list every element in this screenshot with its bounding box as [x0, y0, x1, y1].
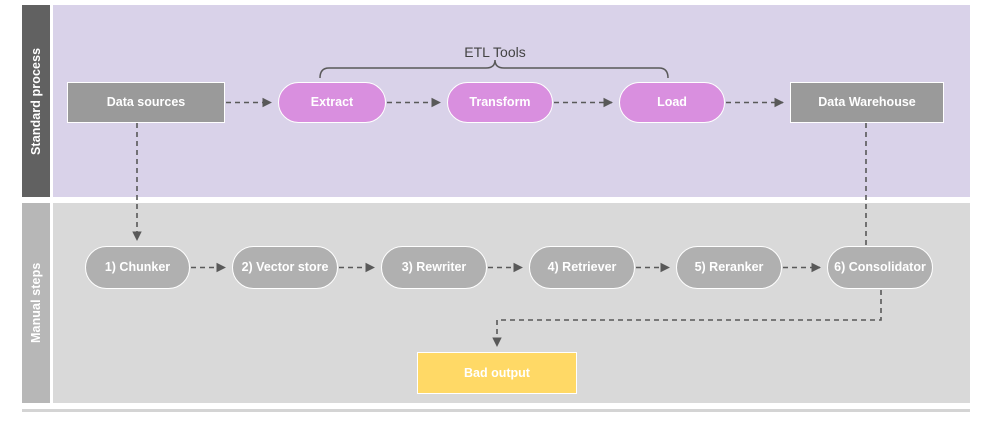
node-data-sources[interactable]: Data sources	[67, 82, 225, 123]
bottom-divider	[22, 409, 970, 412]
node-transform[interactable]: Transform	[447, 82, 553, 123]
lane-manual-steps-label: Manual steps	[22, 203, 50, 403]
node-bad-output[interactable]: Bad output	[417, 352, 577, 394]
node-vector-store[interactable]: 2) Vector store	[232, 246, 338, 289]
lane-standard-process-label: Standard process	[22, 5, 50, 197]
node-reranker[interactable]: 5) Reranker	[676, 246, 782, 289]
node-chunker[interactable]: 1) Chunker	[85, 246, 190, 289]
node-retriever[interactable]: 4) Retriever	[529, 246, 635, 289]
node-data-warehouse[interactable]: Data Warehouse	[790, 82, 944, 123]
node-consolidator[interactable]: 6) Consolidator	[827, 246, 933, 289]
etl-tools-label: ETL Tools	[464, 44, 526, 60]
node-load[interactable]: Load	[619, 82, 725, 123]
node-extract[interactable]: Extract	[278, 82, 386, 123]
node-rewriter[interactable]: 3) Rewriter	[381, 246, 487, 289]
